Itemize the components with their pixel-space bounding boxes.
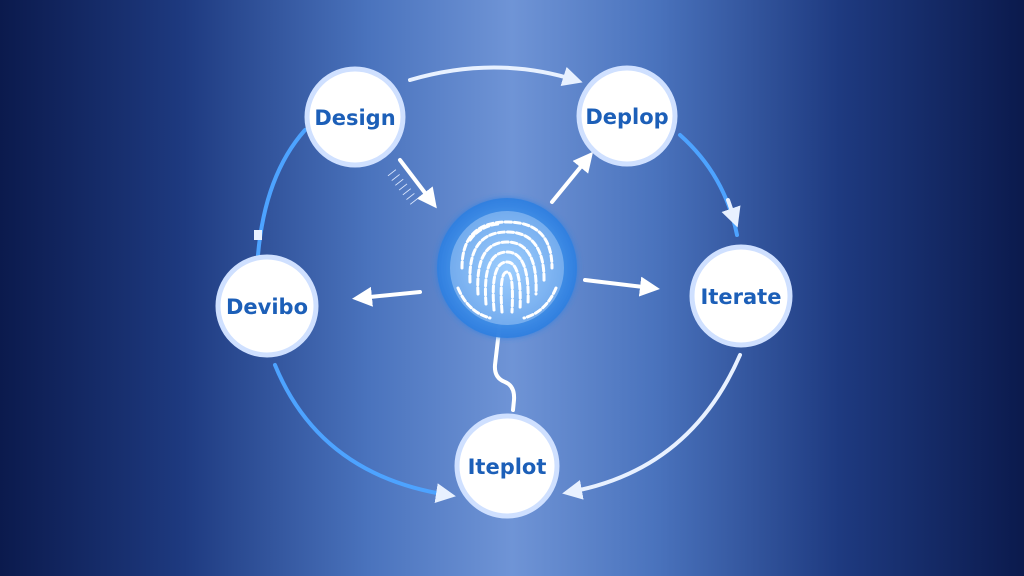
spoke-hub-to-iterate — [583, 276, 660, 297]
node-iteplot-label: Iteplot — [468, 455, 547, 479]
arc-joint-left — [254, 230, 262, 240]
spoke-hub-to-devibo — [352, 286, 422, 307]
spoke-design-ticks: ||||||| — [386, 167, 421, 207]
fingerprint-brain-icon — [456, 220, 558, 320]
arc-deplop-to-iterate — [678, 133, 739, 237]
node-design[interactable]: Design — [304, 66, 406, 168]
node-deplop-label: Deplop — [585, 105, 668, 129]
hub-inner — [450, 211, 564, 325]
node-iterate-label: Iterate — [701, 285, 782, 309]
arc-deplop-to-iterate-head — [721, 198, 741, 228]
spoke-design-to-hub — [398, 158, 437, 209]
node-iterate[interactable]: Iterate — [689, 244, 793, 348]
arc-design-to-deplop — [408, 65, 583, 86]
node-iteplot[interactable]: Iteplot — [454, 413, 560, 519]
spoke-hub-to-iteplot — [492, 320, 517, 412]
node-design-label: Design — [314, 106, 395, 130]
arc-iterate-to-iteplot — [562, 353, 742, 500]
node-devibo-label: Devibo — [226, 295, 308, 319]
spoke-hub-to-deplop — [550, 151, 594, 204]
hub — [437, 198, 577, 338]
arc-iteplot-to-devibo — [273, 363, 456, 504]
arc-devibo-to-design — [256, 128, 307, 257]
node-devibo[interactable]: Devibo — [215, 254, 319, 358]
node-deplop[interactable]: Deplop — [576, 65, 678, 167]
